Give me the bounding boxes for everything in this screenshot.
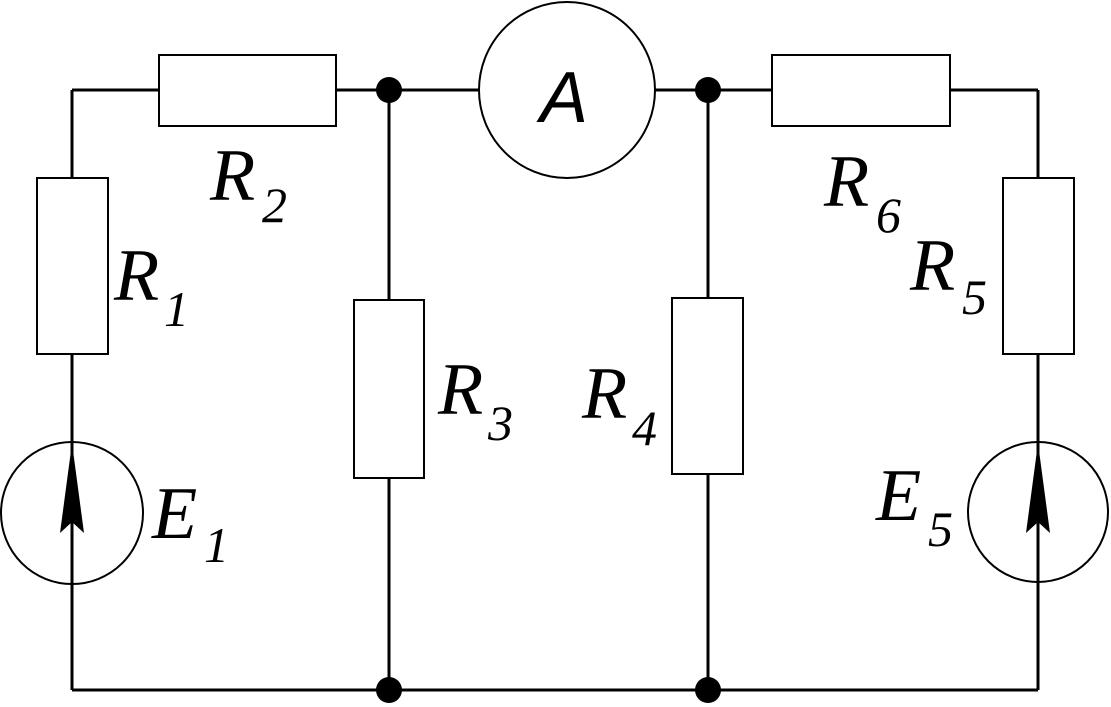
- label-e1-subscript: 1: [204, 517, 229, 573]
- wires: [70, 88, 1040, 692]
- arrow-up-icon: [1026, 443, 1050, 533]
- ammeter-letter: A: [536, 58, 588, 138]
- label-r2-subscript: 2: [262, 177, 287, 233]
- label-e5-letter: E: [875, 455, 921, 537]
- label-r4: R 4: [581, 353, 657, 456]
- junction-node-bottom-right: [695, 677, 721, 703]
- label-r2: R 2: [209, 135, 287, 233]
- voltage-source-e1: [0, 441, 144, 585]
- resistor-r4: [671, 297, 744, 475]
- label-r5-letter: R: [909, 225, 955, 307]
- arrow-up-icon: [60, 443, 84, 533]
- label-r3-letter: R: [437, 349, 483, 431]
- label-e5: E 5: [875, 455, 953, 557]
- label-e1-letter: E: [151, 473, 197, 555]
- label-r5-subscript: 5: [962, 269, 987, 325]
- label-r2-letter: R: [209, 135, 255, 217]
- resistor-r3: [353, 299, 425, 479]
- label-r1-subscript: 1: [164, 281, 189, 337]
- label-e1: E 1: [151, 473, 229, 573]
- label-r1-letter: R: [113, 235, 159, 317]
- label-r1: R 1: [113, 235, 189, 337]
- label-r5: R 5: [909, 225, 987, 325]
- resistor-r1: [36, 177, 109, 355]
- junction-node-top-left: [376, 77, 402, 103]
- label-r3-subscript: 3: [487, 395, 513, 451]
- resistor-r6: [771, 54, 951, 127]
- label-e5-subscript: 5: [928, 501, 953, 557]
- label-r6-letter: R: [823, 141, 869, 223]
- ammeter-circle: [478, 1, 656, 179]
- resistor-r2: [158, 54, 337, 127]
- label-r6: R 6: [823, 141, 901, 243]
- junction-node-top-right: [695, 77, 721, 103]
- junction-node-bottom-left: [376, 677, 402, 703]
- label-r4-subscript: 4: [632, 400, 657, 456]
- label-r4-letter: R: [581, 353, 627, 435]
- resistor-r5: [1002, 177, 1075, 355]
- ammeter: A: [478, 1, 656, 179]
- label-r6-subscript: 6: [876, 187, 901, 243]
- label-r3: R 3: [437, 349, 513, 451]
- voltage-source-e5: [967, 441, 1109, 583]
